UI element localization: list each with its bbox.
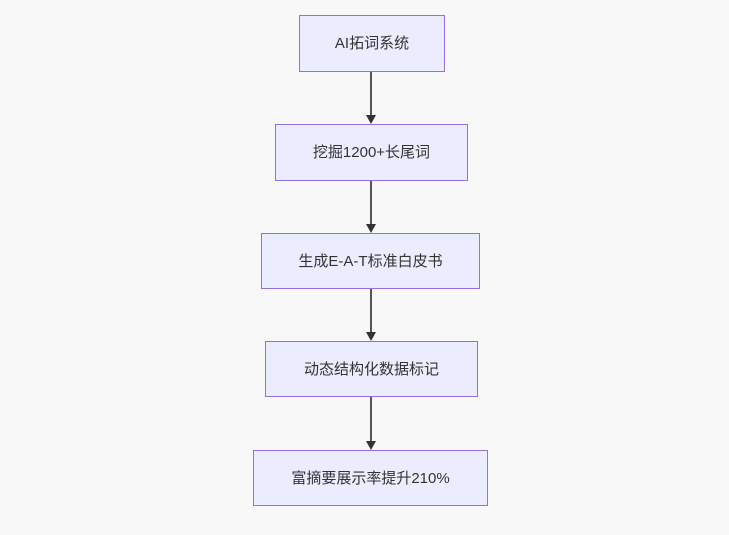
node-label: AI拓词系统 xyxy=(334,35,410,52)
arrow-line xyxy=(370,397,372,442)
flow-arrow-2 xyxy=(366,181,376,233)
flowchart-node-rich-snippet-result: 富摘要展示率提升210% xyxy=(253,450,488,506)
arrow-down-icon xyxy=(366,332,376,341)
node-label: 生成E-A-T标准白皮书 xyxy=(298,252,443,270)
arrow-down-icon xyxy=(366,224,376,233)
flowchart-node-longtail-mining: 挖掘1200+长尾词 xyxy=(275,124,468,181)
node-label: 动态结构化数据标记 xyxy=(303,360,439,378)
flowchart-node-structured-data-markup: 动态结构化数据标记 xyxy=(265,341,478,397)
arrow-line xyxy=(370,181,372,225)
arrow-line xyxy=(370,72,372,116)
node-label: 富摘要展示率提升210% xyxy=(291,469,450,487)
flow-arrow-1 xyxy=(366,72,376,124)
node-label: 挖掘1200+长尾词 xyxy=(312,144,431,161)
arrow-down-icon xyxy=(366,441,376,450)
arrow-line xyxy=(370,289,372,333)
flowchart-node-ai-keyword-system: AI拓词系统 xyxy=(299,15,445,72)
flow-arrow-4 xyxy=(366,397,376,450)
flow-arrow-3 xyxy=(366,289,376,341)
flowchart-node-eat-whitepaper: 生成E-A-T标准白皮书 xyxy=(261,233,480,289)
arrow-down-icon xyxy=(366,115,376,124)
